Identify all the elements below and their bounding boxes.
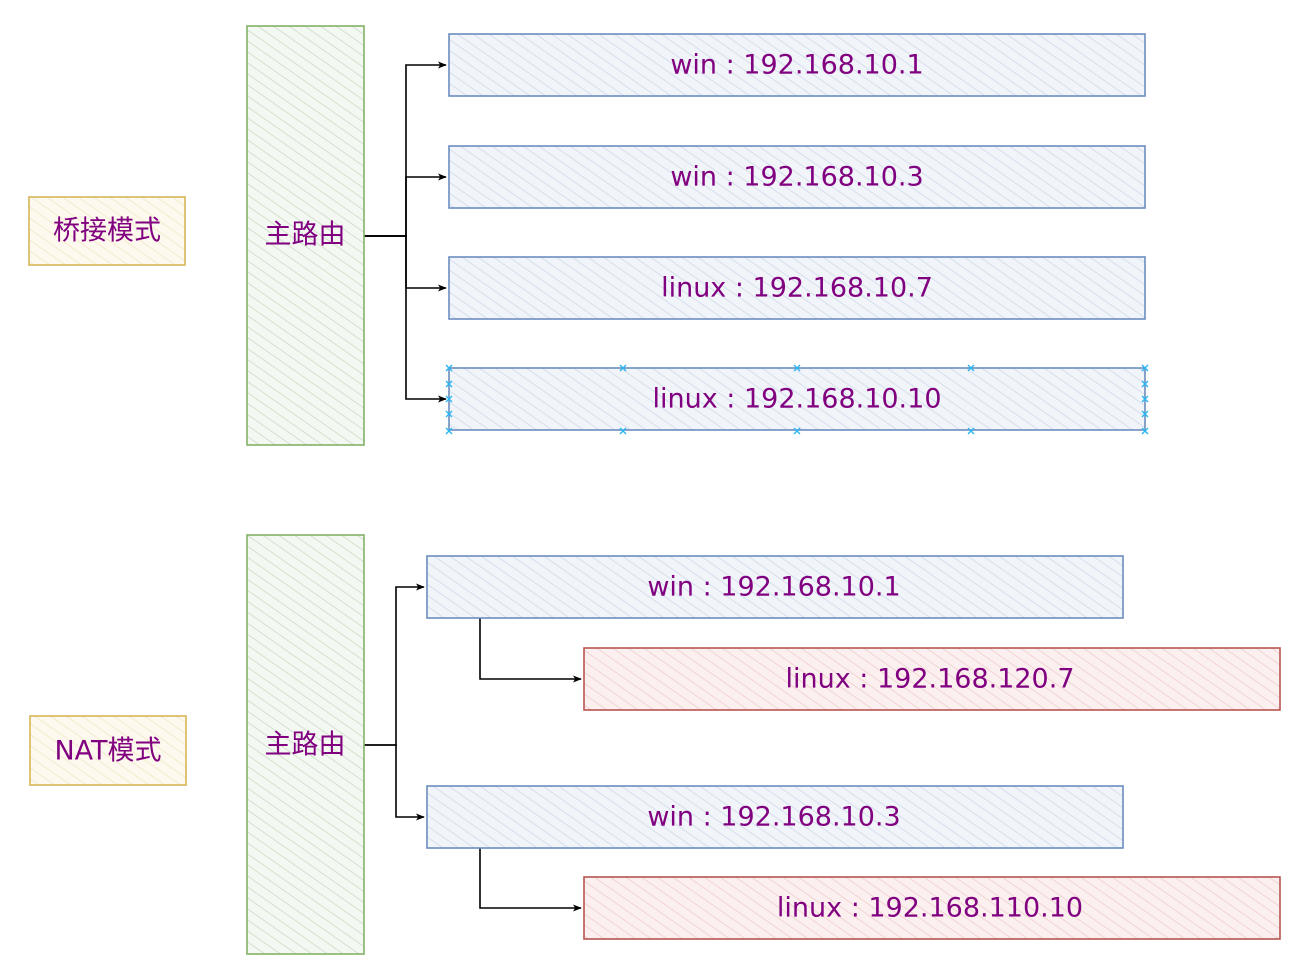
- nat-guest-2-label: linux : 192.168.110.10: [777, 893, 1083, 924]
- bridge-router-box[interactable]: 主路由: [246, 25, 365, 446]
- nat-mode-section: NAT模式 主路由 win : 192.168.10.1 linux : 192…: [29, 534, 1281, 955]
- selection-handle[interactable]: [445, 395, 453, 403]
- selection-handle[interactable]: [793, 364, 801, 372]
- bridge-host-2[interactable]: win : 192.168.10.3: [448, 145, 1146, 209]
- selection-handles[interactable]: [445, 364, 1149, 435]
- bridge-host-4[interactable]: linux : 192.168.10.10: [445, 364, 1149, 435]
- selection-handle[interactable]: [445, 410, 453, 418]
- bridge-connector-2: [364, 173, 447, 237]
- selection-handle[interactable]: [445, 427, 453, 435]
- bridge-host-2-label: win : 192.168.10.3: [670, 162, 923, 193]
- bridge-host-4-label: linux : 192.168.10.10: [653, 384, 942, 415]
- bridge-connector-3: [364, 235, 447, 292]
- selection-handle[interactable]: [445, 364, 453, 372]
- nat-connectors: [364, 583, 582, 912]
- nat-connector-guest-1: [479, 618, 582, 683]
- nat-router-label: 主路由: [265, 730, 346, 761]
- selection-handle[interactable]: [793, 427, 801, 435]
- selection-handle[interactable]: [1141, 395, 1149, 403]
- bridge-mode-label: 桥接模式: [53, 216, 161, 247]
- selection-handle[interactable]: [1141, 427, 1149, 435]
- selection-handle[interactable]: [1141, 364, 1149, 372]
- bridge-router-label: 主路由: [265, 220, 346, 251]
- bridge-host-3[interactable]: linux : 192.168.10.7: [448, 256, 1146, 320]
- nat-connector-host-1: [364, 583, 425, 746]
- bridge-connector-4: [364, 235, 447, 403]
- selection-handle[interactable]: [967, 364, 975, 372]
- selection-handle[interactable]: [1141, 410, 1149, 418]
- nat-connector-host-2: [364, 744, 425, 821]
- nat-router-box[interactable]: 主路由: [246, 534, 365, 955]
- bridge-mode-section: 桥接模式 主路由 win : 192.168.10.1 win : 192.16…: [28, 25, 1149, 446]
- bridge-host-1[interactable]: win : 192.168.10.1: [448, 33, 1146, 97]
- bridge-host-3-label: linux : 192.168.10.7: [661, 273, 933, 304]
- bridge-mode-box[interactable]: 桥接模式: [28, 196, 186, 266]
- bridge-host-1-label: win : 192.168.10.1: [670, 50, 923, 81]
- nat-host-1[interactable]: win : 192.168.10.1: [426, 555, 1124, 619]
- nat-guest-1-label: linux : 192.168.120.7: [786, 664, 1075, 695]
- bridge-connector-1: [364, 61, 447, 237]
- selection-handle[interactable]: [967, 427, 975, 435]
- selection-handle[interactable]: [619, 427, 627, 435]
- nat-guest-1[interactable]: linux : 192.168.120.7: [583, 647, 1281, 711]
- nat-mode-label: NAT模式: [54, 736, 161, 767]
- nat-mode-box[interactable]: NAT模式: [29, 715, 187, 786]
- selection-handle[interactable]: [445, 380, 453, 388]
- nat-guest-2[interactable]: linux : 192.168.110.10: [583, 876, 1281, 940]
- nat-host-2[interactable]: win : 192.168.10.3: [426, 785, 1124, 849]
- selection-handle[interactable]: [619, 364, 627, 372]
- bridge-connectors: [364, 61, 447, 403]
- selection-handle[interactable]: [1141, 380, 1149, 388]
- nat-host-1-label: win : 192.168.10.1: [647, 572, 900, 603]
- nat-connector-guest-2: [479, 848, 582, 912]
- nat-host-2-label: win : 192.168.10.3: [647, 802, 900, 833]
